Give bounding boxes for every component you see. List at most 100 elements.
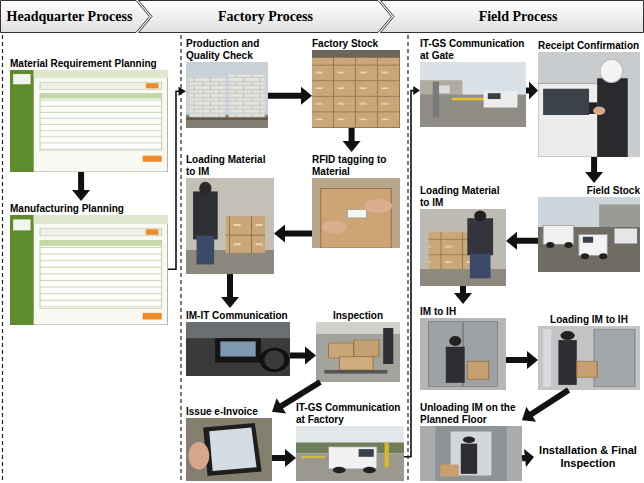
photo-part [583, 237, 593, 243]
photo-part [446, 347, 465, 383]
process-step: RFID tagging to Material [312, 152, 400, 248]
arrow-head [72, 190, 90, 201]
arrow-head [522, 407, 536, 422]
step-label: Loading IM to IH [538, 312, 640, 326]
process-step: Loading Material to IM [420, 183, 506, 286]
photo-part [538, 52, 640, 157]
arrow-line [268, 93, 302, 99]
photo-part [10, 215, 168, 325]
final-step: Installation & Final Inspection [534, 442, 642, 472]
arrow-line [460, 286, 466, 294]
process-step: Material Requirement Planning [10, 56, 168, 172]
chevron-outline [1, 1, 150, 33]
arrow-line [517, 238, 539, 244]
photo-part [594, 329, 635, 387]
arrow-line [285, 231, 313, 237]
photo-part [189, 77, 225, 118]
photo-part [186, 62, 268, 128]
process-step: Inspection [316, 308, 400, 382]
photo-part [34, 70, 168, 78]
arrow-head [454, 293, 472, 304]
arrow-head [285, 449, 296, 467]
photo [420, 426, 522, 481]
photo-part [262, 349, 287, 371]
photo-part [420, 209, 506, 286]
photo-part [321, 189, 391, 249]
photo [316, 322, 400, 382]
photo-part [474, 211, 486, 222]
process-step: Production and Quality Check [186, 36, 268, 128]
photo [538, 197, 640, 272]
photo-part [615, 229, 637, 244]
photo-part [186, 117, 268, 120]
photo [312, 178, 400, 248]
photo-part [597, 78, 628, 157]
photo-part [440, 465, 458, 477]
arrow-line [506, 357, 528, 363]
column-divider [407, 35, 408, 483]
photo-part [312, 50, 400, 58]
arrow-line [404, 91, 414, 457]
photo-part [484, 91, 518, 107]
photo-part [599, 253, 607, 259]
photo-part [439, 85, 450, 93]
flow-arrow [404, 86, 420, 457]
arrow-head [585, 172, 603, 183]
flow-arrow [268, 87, 312, 105]
flow-arrow [526, 82, 538, 100]
photo-part [340, 357, 374, 370]
flow-arrow [272, 449, 296, 467]
process-step: IM-IT Communication [186, 308, 290, 376]
flow-arrow [274, 225, 312, 243]
photo-part [600, 59, 622, 82]
step-label: IT-GS Communication at Gate [420, 36, 526, 62]
arrow-line [227, 274, 233, 298]
process-step: Unloading IM on the Planned Floor [420, 400, 522, 481]
photo-part [461, 444, 477, 474]
process-step: Factory Stock [312, 36, 400, 128]
arrow-head [274, 225, 285, 243]
photo-part [433, 82, 439, 118]
photo-part [435, 426, 506, 481]
photo-part [577, 361, 597, 377]
step-label: Production and Quality Check [186, 36, 268, 62]
chevron-outline [139, 1, 392, 33]
photo [538, 326, 640, 390]
software-screenshot [10, 70, 168, 172]
process-step: Loading IM to IH [538, 312, 640, 390]
arrow-head [301, 87, 312, 105]
photo-part [40, 240, 162, 246]
process-step: IT-GS Communication at Gate [420, 36, 526, 127]
photo-part [546, 242, 554, 248]
photo-part [203, 423, 261, 476]
flow-arrow [506, 232, 538, 250]
step-label: Loading Material to IM [186, 152, 274, 178]
photo-part [543, 226, 574, 245]
flow-arrow [221, 274, 239, 308]
photo-part [229, 74, 265, 118]
photo-part [189, 442, 210, 470]
arrow-line [168, 91, 179, 269]
photo-part [420, 318, 506, 390]
column-divider [2, 35, 3, 483]
arrow-head [413, 86, 420, 95]
photo-part [363, 467, 376, 474]
photo-part [538, 326, 640, 390]
photo-part [364, 199, 392, 213]
flow-arrow [454, 286, 472, 304]
photo-part [543, 329, 551, 387]
photo-part [13, 219, 30, 230]
flow-arrow [522, 390, 569, 422]
photo-part [40, 93, 162, 98]
photo [186, 322, 290, 376]
photo-part [186, 322, 290, 338]
photo-part [186, 418, 272, 481]
photo-part [10, 70, 168, 172]
photo-part [470, 254, 491, 279]
step-label: IT-GS Communication at Factory [296, 400, 404, 426]
photo-part [581, 253, 589, 259]
process-header: Field Process [380, 0, 644, 33]
step-label: Issue e-Invoice [186, 404, 272, 418]
photo [420, 318, 506, 390]
